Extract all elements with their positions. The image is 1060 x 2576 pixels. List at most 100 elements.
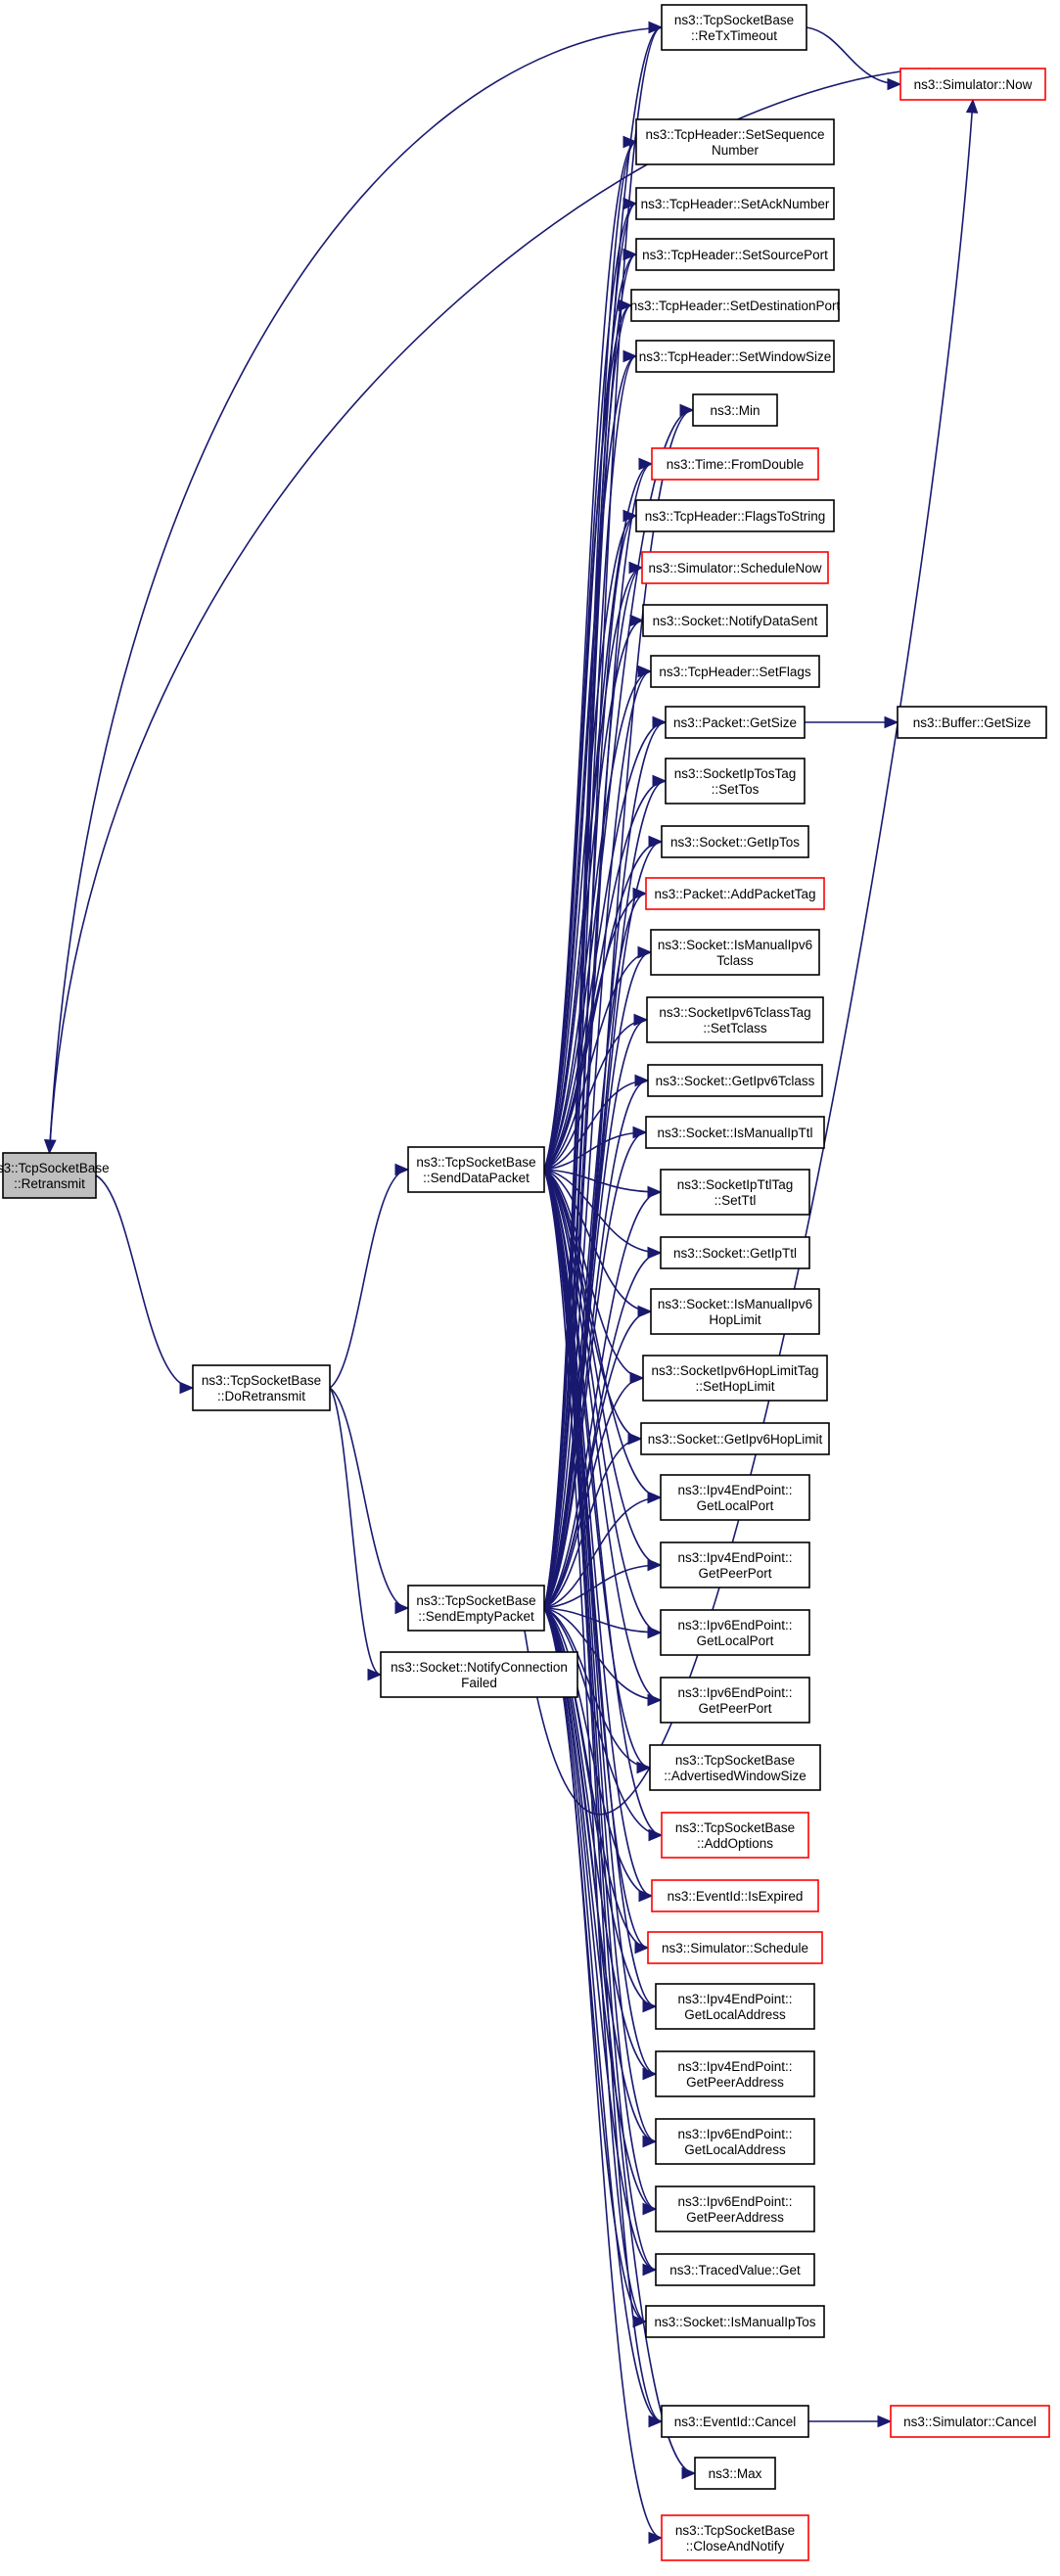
node-sethoplimit[interactable]: ns3::SocketIpv6HopLimitTag::SetHopLimit [642,1355,828,1402]
node-setsrcport[interactable]: ns3::TcpHeader::SetSourcePort [635,238,835,271]
node-label-ipv6loc-line-0: ns3::Ipv6EndPoint:: [677,1618,792,1633]
node-label-ipv6loc-line-1: GetLocalPort [697,1633,774,1648]
node-senddatapacket[interactable]: ns3::TcpSocketBase::SendDataPacket [407,1146,545,1193]
node-evcancel[interactable]: ns3::EventId::Cancel [661,2405,809,2438]
node-label-notifyconnfailed-line-1: Failed [461,1676,497,1690]
node-label-pktgetsize-line-0: ns3::Packet::GetSize [673,715,797,730]
node-label-setflags-line-0: ns3::TcpHeader::SetFlags [659,665,811,679]
node-ipv6loc[interactable]: ns3::Ipv6EndPoint::GetLocalPort [660,1609,810,1656]
node-ipv6peer[interactable]: ns3::Ipv6EndPoint::GetPeerPort [660,1677,810,1724]
node-flagstostr[interactable]: ns3::TcpHeader::FlagsToString [635,499,835,532]
node-pktgetsize[interactable]: ns3::Packet::GetSize [665,706,806,739]
node-label-settclass-line-0: ns3::SocketIpv6TclassTag [659,1005,810,1020]
edge-sendemptypacket-to-addoptions [543,1607,664,1842]
node-label-setwin-line-0: ns3::TcpHeader::SetWindowSize [639,349,832,364]
edge-senddatapacket-to-tracedget [543,1169,658,2277]
node-label-ismanipv6hl-line-0: ns3::Socket::IsManualIpv6 [658,1297,812,1311]
node-label-getipv6tc-line-0: ns3::Socket::GetIpv6Tclass [656,1074,815,1088]
edge-sendemptypacket-to-evcancel [543,1607,664,2428]
node-retxtimeout[interactable]: ns3::TcpSocketBase::ReTxTimeout [661,4,807,51]
node-ipv4loc[interactable]: ns3::Ipv4EndPoint::GetLocalPort [660,1474,810,1521]
edge-sendemptypacket-to-schednow [543,561,644,1609]
node-label-settos-line-0: ns3::SocketIpTosTag [674,766,797,781]
node-getipv6tc[interactable]: ns3::Socket::GetIpv6Tclass [647,1064,823,1097]
edge-sendemptypacket-to-ismanipv6hl [543,1305,653,1609]
node-label-notifyconnfailed-line-0: ns3::Socket::NotifyConnection [391,1660,568,1675]
node-label-isexpired-line-0: ns3::EventId::IsExpired [668,1889,804,1904]
edge-sendemptypacket-to-ipv6peer [543,1607,663,1707]
node-label-now-line-0: ns3::Simulator::Now [914,77,1033,92]
node-label-setsrcport-line-0: ns3::TcpHeader::SetSourcePort [642,248,828,262]
node-tracedget[interactable]: ns3::TracedValue::Get [655,2253,815,2286]
node-ipv6peeraddr[interactable]: ns3::Ipv6EndPoint::GetPeerAddress [655,2185,815,2232]
node-label-ipv6locaddr-line-1: GetLocalAddress [684,2142,786,2157]
node-advwin[interactable]: ns3::TcpSocketBase::AdvertisedWindowSize [649,1744,821,1791]
node-ipv4peer[interactable]: ns3::Ipv4EndPoint::GetPeerPort [660,1541,810,1588]
node-getiptos[interactable]: ns3::Socket::GetIpTos [661,825,809,858]
node-label-addoptions-line-1: ::AddOptions [697,1836,773,1851]
node-label-addoptions-line-0: ns3::TcpSocketBase [675,1820,795,1835]
node-label-doretransmit-line-0: ns3::TcpSocketBase [202,1373,321,1388]
node-doretransmit[interactable]: ns3::TcpSocketBase::DoRetransmit [192,1364,331,1411]
node-max[interactable]: ns3::Max [694,2457,776,2490]
node-simcancel[interactable]: ns3::Simulator::Cancel [890,2405,1050,2438]
node-schedule[interactable]: ns3::Simulator::Schedule [647,1931,823,1964]
node-now[interactable]: ns3::Simulator::Now [899,68,1046,101]
node-min[interactable]: ns3::Min [692,393,778,427]
node-setack[interactable]: ns3::TcpHeader::SetAckNumber [635,187,835,220]
node-label-retxtimeout-line-1: ::ReTxTimeout [691,28,777,43]
node-isexpired[interactable]: ns3::EventId::IsExpired [651,1879,819,1912]
node-notifydatasent[interactable]: ns3::Socket::NotifyDataSent [642,604,828,637]
edge-sendemptypacket-to-ipv4peer [543,1558,663,1609]
node-ipv4peeraddr[interactable]: ns3::Ipv4EndPoint::GetPeerAddress [655,2050,815,2097]
node-addpackettag[interactable]: ns3::Packet::AddPacketTag [645,877,825,910]
node-label-ismanipv6hl-line-1: HopLimit [709,1312,761,1327]
node-ismaniptos[interactable]: ns3::Socket::IsManualIpTos [645,2305,825,2338]
node-label-ipv4locaddr-line-0: ns3::Ipv4EndPoint:: [677,1992,792,2006]
node-settclass[interactable]: ns3::SocketIpv6TclassTag::SetTclass [646,996,824,1043]
node-label-fromdouble-line-0: ns3::Time::FromDouble [667,457,805,472]
node-ipv4locaddr[interactable]: ns3::Ipv4EndPoint::GetLocalAddress [655,1983,815,2030]
edge-sendemptypacket-to-addpackettag [543,887,648,1609]
edge-sendemptypacket-to-advwin [543,1607,652,1774]
edge-doretransmit-to-notifyconnfailed [329,1387,383,1681]
node-sendemptypacket[interactable]: ns3::TcpSocketBase::SendEmptyPacket [407,1585,545,1632]
node-getipttl[interactable]: ns3::Socket::GetIpTtl [660,1236,810,1269]
node-label-ipv4peeraddr-line-0: ns3::Ipv4EndPoint:: [677,2059,792,2074]
node-bufgetsize[interactable]: ns3::Buffer::GetSize [897,706,1047,739]
node-getipv6hl[interactable]: ns3::Socket::GetIpv6HopLimit [640,1422,830,1455]
node-closenotify[interactable]: ns3::TcpSocketBase::CloseAndNotify [661,2514,809,2561]
node-schednow[interactable]: ns3::Simulator::ScheduleNow [641,551,829,584]
node-setttl[interactable]: ns3::SocketIpTtlTag::SetTtl [660,1169,810,1216]
node-fromdouble[interactable]: ns3::Time::FromDouble [651,447,819,481]
edge-retransmit-to-doretransmit [95,1174,195,1395]
node-label-ipv4peeraddr-line-1: GetPeerAddress [686,2075,784,2090]
node-ipv6locaddr[interactable]: ns3::Ipv6EndPoint::GetLocalAddress [655,2118,815,2165]
node-label-ismanipv6tc-line-0: ns3::Socket::IsManualIpv6 [658,938,812,952]
node-label-ipv4locaddr-line-1: GetLocalAddress [684,2007,786,2022]
node-label-setack-line-0: ns3::TcpHeader::SetAckNumber [641,197,830,211]
node-setwin[interactable]: ns3::TcpHeader::SetWindowSize [635,340,835,373]
edge-sendemptypacket-to-ismaniputtl [543,1126,648,1609]
node-setdstport[interactable]: ns3::TcpHeader::SetDestinationPort [630,289,841,322]
node-label-ipv4peer-line-0: ns3::Ipv4EndPoint:: [677,1550,792,1565]
edge-sendemptypacket-to-sethoplimit [543,1371,645,1609]
node-label-schedule-line-0: ns3::Simulator::Schedule [662,1941,808,1955]
node-label-retxtimeout-line-0: ns3::TcpSocketBase [674,13,794,27]
node-label-notifydatasent-line-0: ns3::Socket::NotifyDataSent [653,614,818,628]
node-label-getipttl-line-0: ns3::Socket::GetIpTtl [673,1246,797,1261]
node-label-addpackettag-line-0: ns3::Packet::AddPacketTag [654,887,815,901]
node-setflags[interactable]: ns3::TcpHeader::SetFlags [650,655,820,688]
node-label-sendemptypacket-line-1: ::SendEmptyPacket [418,1609,534,1624]
node-addoptions[interactable]: ns3::TcpSocketBase::AddOptions [661,1812,809,1859]
node-settos[interactable]: ns3::SocketIpTosTag::SetTos [665,758,806,805]
edge-sendemptypacket-to-getipv6hl [543,1432,643,1609]
node-ismaniputtl[interactable]: ns3::Socket::IsManualIpTtl [645,1116,825,1149]
edge-retxtimeout-to-now [806,26,902,91]
node-label-doretransmit-line-1: ::DoRetransmit [217,1389,305,1403]
